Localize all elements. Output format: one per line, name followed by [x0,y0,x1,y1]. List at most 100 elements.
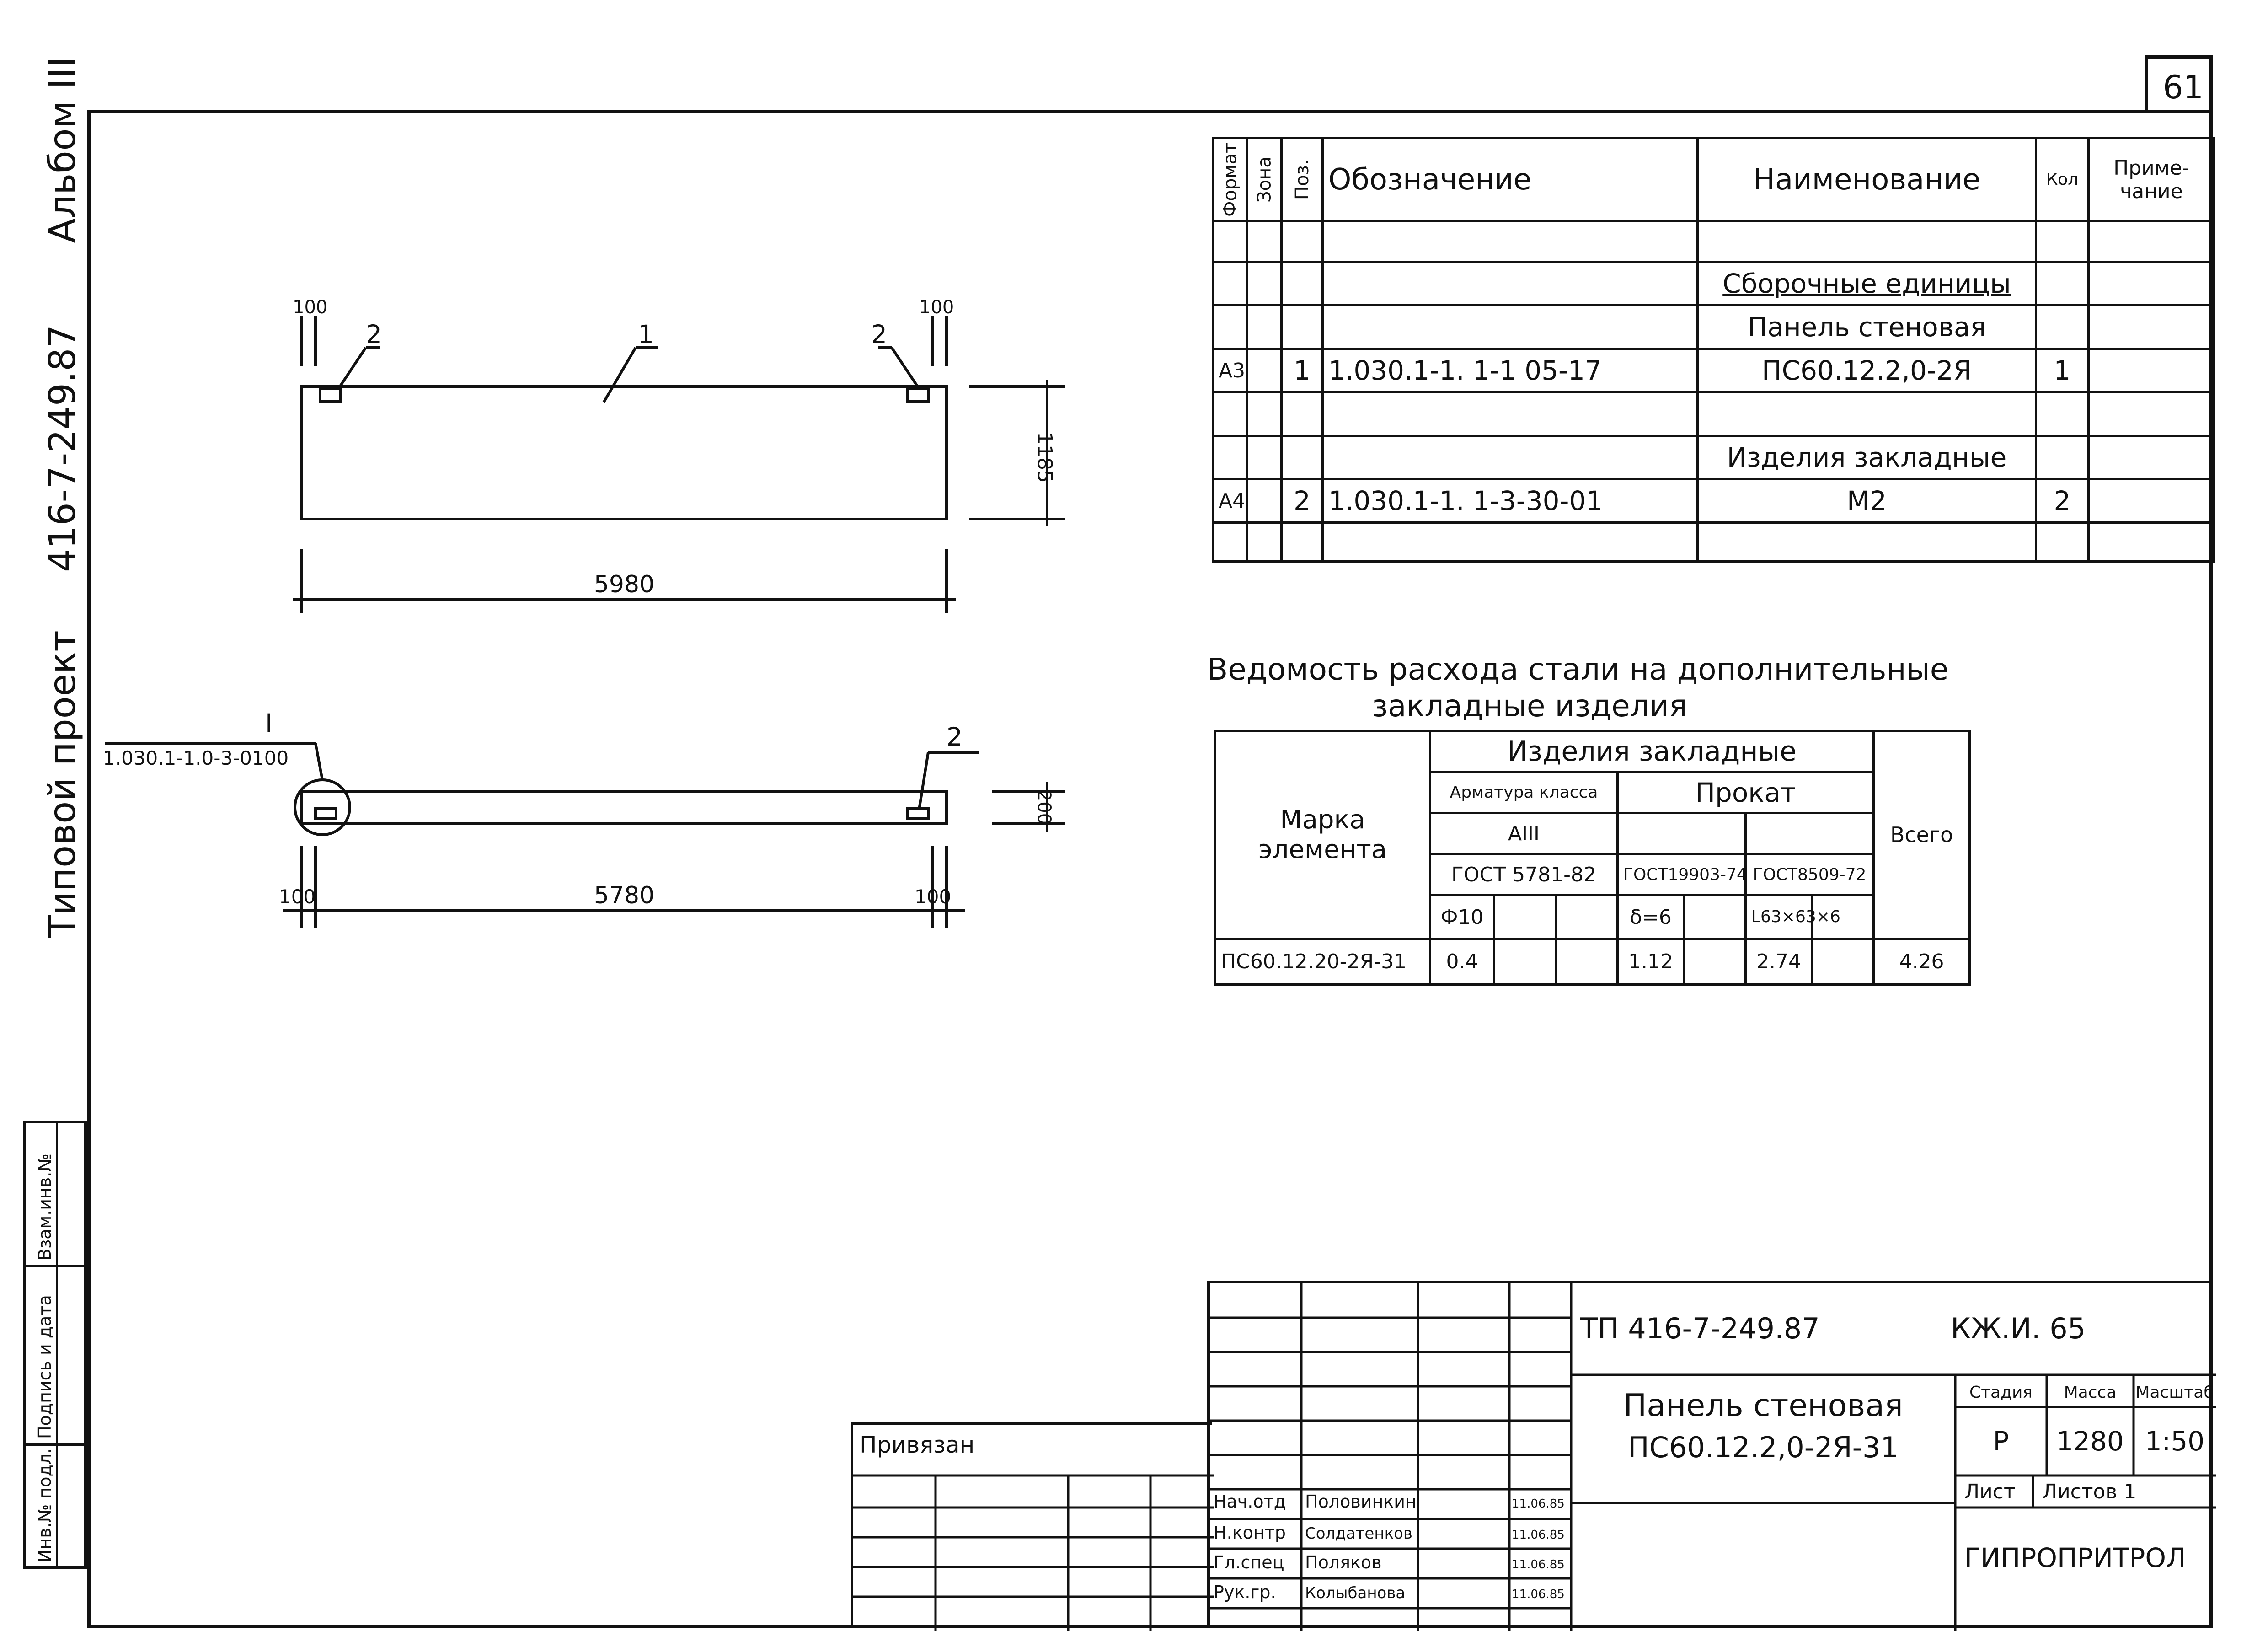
spec-format [1212,261,1248,306]
spec-format [1212,304,1248,350]
sig-name-4: Колыбанова [1305,1584,1405,1602]
steel-title-2: закладные изделия [1372,688,1687,724]
col-designation: Обозначение [1321,137,1699,222]
panel-plan [300,790,948,825]
spec-pos [1280,261,1324,306]
spec-designation [1321,521,1699,563]
spec-name [1696,391,2037,437]
spec-pos [1280,220,1324,263]
spec-pos: 2 [1280,478,1324,524]
bound-label: Привязан [860,1432,975,1458]
spec-name: Изделия закладные [1696,435,2037,480]
steel-mark-header: Марка элемента [1214,730,1431,940]
steel-row: ПС60.12.20-2Я-31 0.4 1.12 2.74 4.26 [1214,938,1971,986]
spec-pos [1280,435,1324,480]
embed-left [319,387,342,403]
spec-name: М2 [1696,478,2037,524]
steel-blank-b [1744,812,1875,855]
spec-row: А3 1 1.030.1-1. 1-1 05-17 ПС60.12.2,0-2Я… [1212,348,2215,393]
node-ref: 1.030.1-1.0-3-0100 [103,747,289,769]
spec-zone [1246,478,1283,524]
spec-zone [1246,391,1283,437]
spec-row: Сборочные единицы [1212,261,2215,306]
bound-grid [853,1474,1214,1631]
sheets-header: Листов 1 [2042,1480,2136,1503]
spec-name: Панель стеновая [1696,304,2037,350]
spec-row [1212,391,2215,437]
spec-name: ПС60.12.2,0-2Я [1696,348,2037,393]
spec-name [1696,220,2037,263]
mass-header: Масса [2064,1383,2117,1402]
steel-title-1: Ведомость расхода стали на дополнительны… [1207,652,1949,687]
spec-table: Формат Зона Поз. Обозначение Наименовани… [1212,137,2215,563]
steel-table: Марка элемента Изделия закладные Всего А… [1214,730,1971,986]
sheet-number-box [2145,55,2213,113]
title-main: ТП 416-7-249.87 КЖ.И. 65 Панель стеновая… [1571,1312,2216,1631]
spec-designation [1321,304,1699,350]
stage-header: Стадия [1969,1383,2033,1402]
sig-role-1: Нач.отд [1214,1492,1286,1512]
sig-date-4: 11.06.85 [1512,1588,1565,1601]
spec-note [2087,521,2215,563]
steel-row-blank [1493,938,1557,986]
sig-role-3: Гл.спец [1214,1552,1284,1572]
sheet-header: Лист [1964,1480,2016,1503]
col-zone: Зона [1247,138,1282,221]
steel-dia: Ф10 [1429,894,1495,940]
sig-date-1: 11.06.85 [1512,1497,1565,1511]
spec-zone [1246,220,1283,263]
spec-row [1212,220,2215,263]
spec-qty [2035,391,2090,437]
spec-format [1212,521,1248,563]
spec-qty [2035,220,2090,263]
spec-note [2087,304,2215,350]
steel-group-header: Изделия закладные [1428,730,1875,773]
steel-row-v1: 0.4 [1429,938,1495,986]
spec-designation [1321,435,1699,480]
steel-blank-e [1683,894,1747,940]
bound-box: Привязан [850,1422,1214,1631]
steel-blank-d [1555,894,1619,940]
scale-header: Масштаб [2135,1383,2214,1402]
sig-name-3: Поляков [1305,1552,1382,1572]
col-name: Наименование [1696,137,2037,222]
spec-qty: 1 [2035,348,2090,393]
dim-bot-left: 100 [279,885,316,908]
sig-date-3: 11.06.85 [1512,1558,1565,1572]
dim-length1: 5980 [594,571,654,598]
title-block: Нач.отд Половинкин 11.06.85 Н.контр Солд… [1207,1281,2216,1631]
mark-node: I [265,708,273,738]
spec-note [2087,261,2215,306]
spec-designation [1321,261,1699,306]
spec-qty [2035,261,2090,306]
dim-height: 1185 [1033,432,1056,483]
spec-pos [1280,521,1324,563]
mark-pos2b: 2 [871,320,887,349]
sig-role-2: Н.контр [1214,1523,1286,1543]
col-qty: Кол [2035,137,2090,222]
spec-format: А4 [1212,478,1248,524]
steel-blank-f [1810,894,1875,940]
dim-thickness: 200 [1033,790,1054,825]
steel-blank-a [1616,812,1747,855]
dim-length2: 5780 [594,882,654,909]
spec-note [2087,220,2215,263]
col-note: Приме- чание [2087,137,2215,222]
steel-gost3: ГОСТ8509-72 [1744,853,1875,896]
title-code: ТП 416-7-249.87 [1580,1312,1820,1345]
spec-row: Панель стеновая [1212,304,2215,350]
title-sheet-code: КЖ.И. 65 [1951,1312,2086,1345]
org-name: ГИПРОПРИТРОЛ [1964,1542,2186,1573]
col-format: Формат [1213,138,1247,221]
spec-zone [1246,304,1283,350]
signature-grid: Нач.отд Половинкин 11.06.85 Н.контр Солд… [1210,1283,1573,1631]
spec-designation: 1.030.1-1. 1-3-30-01 [1321,478,1699,524]
steel-row-v2: 1.12 [1616,938,1685,986]
steel-gost2: ГОСТ19903-74 [1616,853,1747,896]
spec-format [1212,220,1248,263]
spec-format [1212,435,1248,480]
spec-pos [1280,391,1324,437]
spec-designation: 1.030.1-1. 1-1 05-17 [1321,348,1699,393]
dim-top-left: 100 [293,297,327,318]
spec-format: А3 [1212,348,1248,393]
